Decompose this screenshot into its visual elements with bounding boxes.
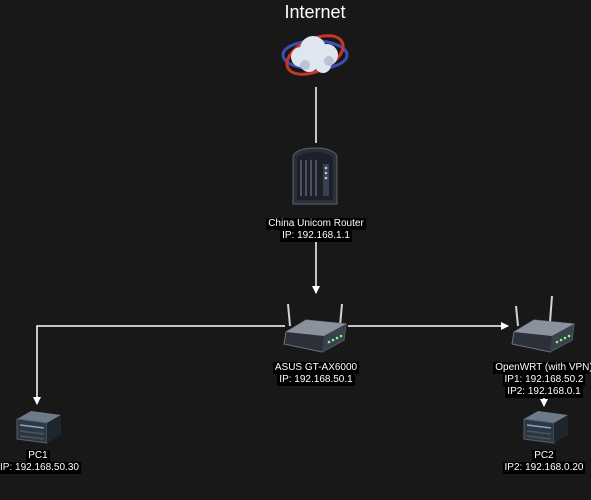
pc1-server-icon	[16, 411, 61, 444]
asus-name: ASUS GT-AX6000	[272, 362, 360, 374]
openwrt-name: OpenWRT (with VPN)	[493, 362, 591, 374]
openwrt-ip1: IP1: 192.168.50.2	[502, 374, 586, 386]
internet-title: Internet	[284, 2, 346, 22]
pc2-label: PC2 IP2: 192.168.0.20	[499, 450, 589, 474]
modem-label: China Unicom Router IP: 192.168.1.1	[256, 218, 376, 242]
asus-label: ASUS GT-AX6000 IP: 192.168.50.1	[256, 362, 376, 386]
openwrt-router-icon	[511, 295, 575, 353]
edge-asus-pc1	[33, 325, 285, 405]
modem-icon	[292, 147, 338, 205]
pc1-name: PC1	[26, 450, 50, 462]
asus-router-icon	[283, 303, 347, 353]
asus-ip: IP: 192.168.50.1	[277, 374, 355, 386]
pc2-ip: IP2: 192.168.0.20	[502, 462, 586, 474]
openwrt-label: OpenWRT (with VPN) IP1: 192.168.50.2 IP2…	[484, 362, 591, 398]
pc2-server-icon	[523, 411, 568, 444]
modem-name: China Unicom Router	[266, 218, 366, 230]
openwrt-ip2: IP2: 192.168.0.1	[505, 386, 583, 398]
pc1-label: PC1 IP: 192.168.50.30	[0, 450, 81, 474]
pc1-ip: IP: 192.168.50.30	[0, 462, 81, 474]
modem-ip: IP: 192.168.1.1	[280, 230, 352, 242]
pc2-name: PC2	[532, 450, 556, 462]
internet-cloud-icon	[281, 34, 349, 76]
